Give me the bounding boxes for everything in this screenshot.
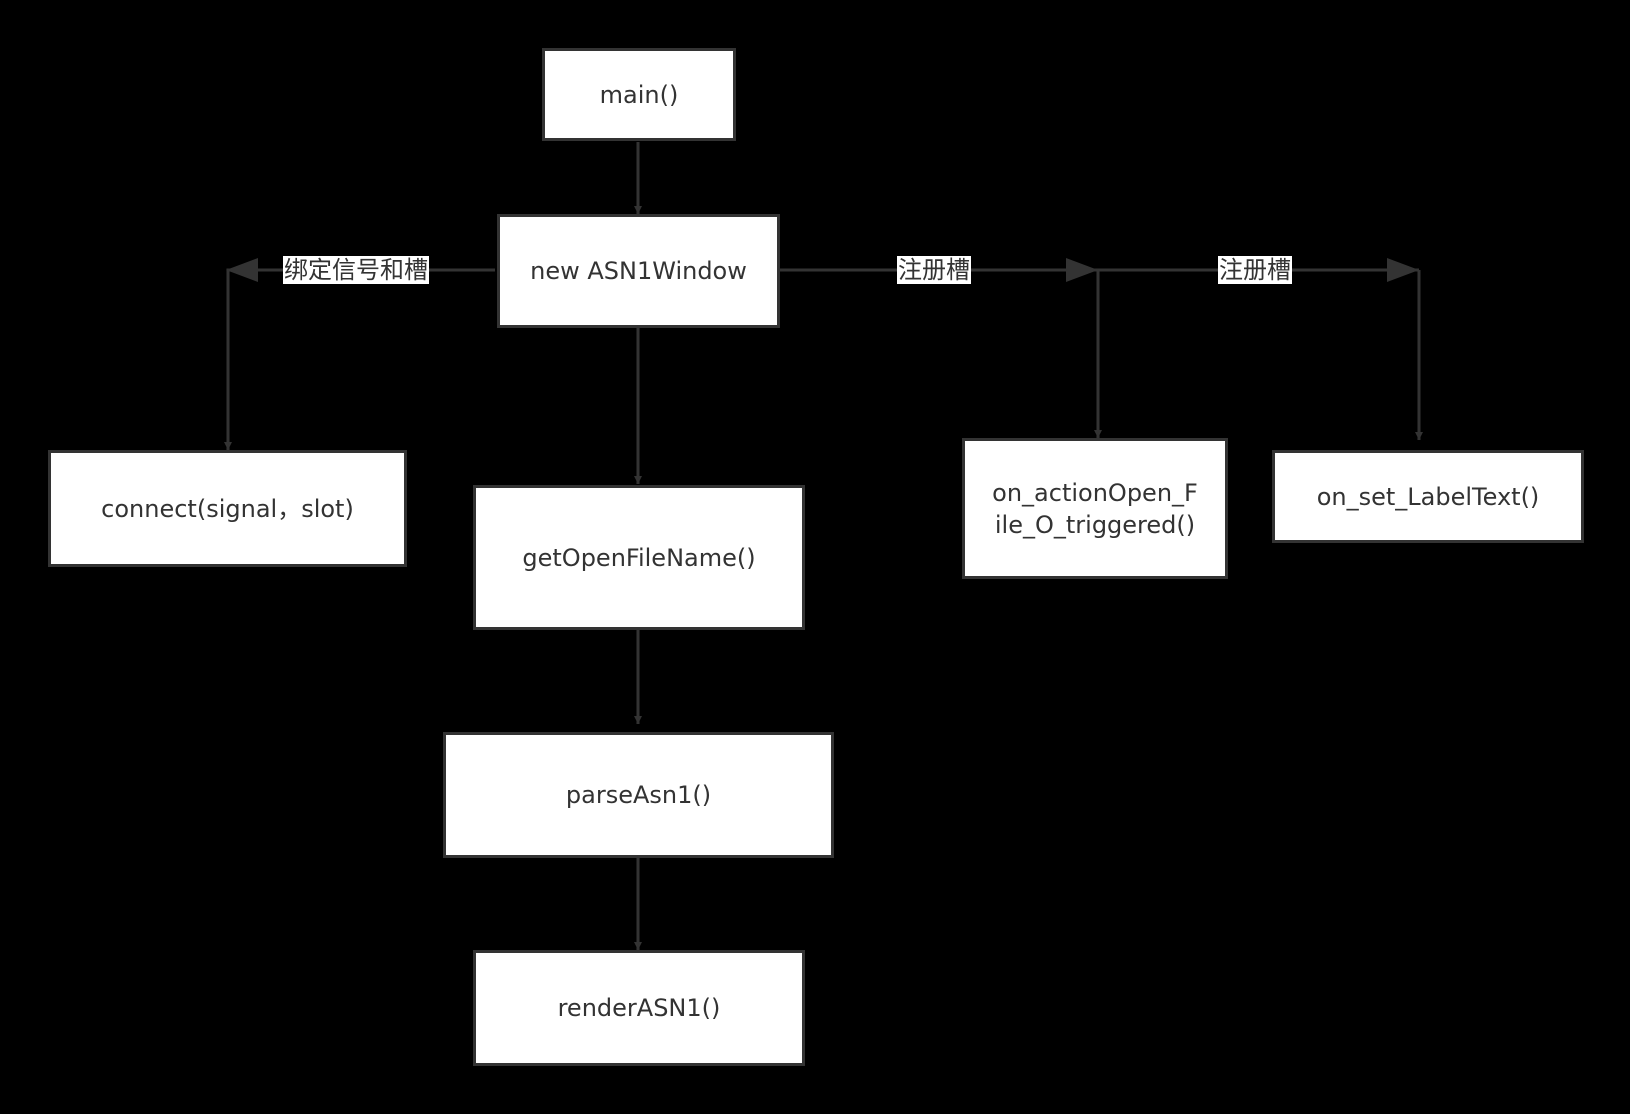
node-render-asn1: renderASN1()	[473, 950, 805, 1066]
node-on-action-open-file-text: on_actionOpen_F ile_O_triggered()	[992, 477, 1198, 541]
node-render-asn1-label: renderASN1()	[557, 994, 721, 1022]
node-new-asn1window: new ASN1Window	[497, 214, 780, 328]
node-connect-label: connect(signal，slot)	[101, 494, 354, 523]
node-connect: connect(signal，slot)	[48, 450, 407, 567]
node-on-action-open-file-line2: ile_O_triggered()	[994, 510, 1196, 539]
edge-label-bind-signal-slot: 绑定信号和槽	[283, 256, 429, 284]
edge-bind-arrow-left	[226, 258, 258, 282]
node-get-open-file-name-label: getOpenFileName()	[522, 543, 756, 572]
node-on-action-open-file-line1: on_actionOpen_F	[992, 478, 1198, 507]
node-on-set-label-text: on_set_LabelText()	[1272, 450, 1584, 543]
node-parse-asn1: parseAsn1()	[443, 732, 834, 858]
edge-window-to-connect	[224, 268, 495, 450]
node-get-open-file-name: getOpenFileName()	[473, 485, 805, 630]
node-on-set-label-text-label: on_set_LabelText()	[1316, 482, 1540, 511]
node-new-asn1window-label: new ASN1Window	[530, 257, 747, 285]
edge-register1-arrow	[1066, 258, 1098, 282]
edge-register2-arrow	[1387, 258, 1419, 282]
node-main-label: main()	[599, 80, 679, 109]
node-main: main()	[542, 48, 736, 141]
edge-label-register-slot-2: 注册槽	[1218, 256, 1292, 284]
node-parse-asn1-label: parseAsn1()	[565, 781, 712, 809]
edge-label-register-slot-1: 注册槽	[897, 256, 971, 284]
node-on-action-open-file: on_actionOpen_F ile_O_triggered()	[962, 438, 1228, 579]
